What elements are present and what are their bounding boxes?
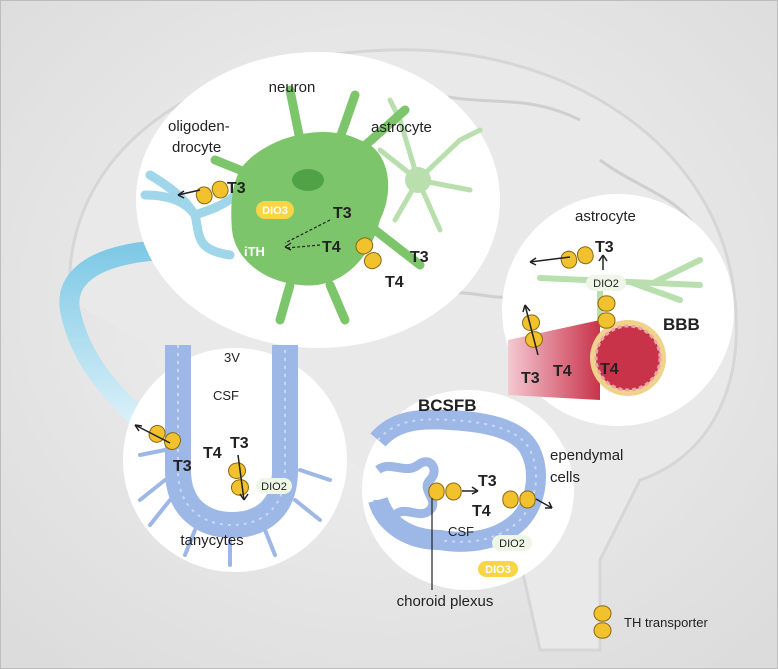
t3-label: T3 xyxy=(333,205,352,222)
dio2-label: DIO2 xyxy=(593,278,619,290)
dio3-label: DIO3 xyxy=(485,564,511,576)
astrocyte-label: astrocyte xyxy=(371,119,432,136)
dashed-arrow xyxy=(286,244,321,249)
dio3-badge xyxy=(256,201,294,219)
bbb-label: BBB xyxy=(663,315,700,334)
t4-label: T4 xyxy=(385,274,404,291)
dio3-label: DIO3 xyxy=(262,205,288,217)
ith-label: iTH xyxy=(244,244,265,259)
oligodendrocyte-label-1: oligoden- xyxy=(168,118,230,135)
legend-transporter-label: TH transporter xyxy=(624,615,708,630)
t4-label: T4 xyxy=(553,363,572,380)
arrow xyxy=(177,189,201,196)
neuron-panel: neuron oligoden- drocyte astrocyte T3 DI… xyxy=(136,52,500,348)
t3-label: T3 xyxy=(410,249,429,266)
choroid-plexus-label: choroid plexus xyxy=(397,593,494,610)
t4-label: T4 xyxy=(600,361,619,378)
t4-label: T4 xyxy=(203,445,222,462)
t4-label: T4 xyxy=(472,503,491,520)
ependymal-label-2: cells xyxy=(550,469,580,486)
dio2-badge xyxy=(256,478,292,494)
neuron-body xyxy=(231,131,389,286)
t3-label: T3 xyxy=(227,180,246,197)
dio2-label: DIO2 xyxy=(499,538,525,550)
t3-label: T3 xyxy=(230,435,249,452)
tanycyte-panel: 3V CSF T3 T4 T3 DIO2 tanycytes xyxy=(123,345,347,572)
t3-label: T3 xyxy=(595,239,614,256)
dio3-badge xyxy=(478,561,518,577)
bcsfb-panel: BCSFB T3 T4 CSF DIO2 DIO3 choroid plexus… xyxy=(362,390,623,610)
bcsfb-label: BCSFB xyxy=(418,396,477,415)
ependymal-label-1: ependymal xyxy=(550,447,623,464)
dio2-badge xyxy=(492,535,532,551)
bbb-panel: astrocyte T3 DIO2 BBB T3 T4 T4 xyxy=(502,194,734,426)
csf-label: CSF xyxy=(448,524,474,539)
third-ventricle-label: 3V xyxy=(224,350,240,365)
neuron-label: neuron xyxy=(269,79,316,96)
t3-label: T3 xyxy=(173,458,192,475)
t3-label: T3 xyxy=(521,370,540,387)
astrocyte-label: astrocyte xyxy=(575,208,636,225)
neuron-nucleus xyxy=(292,169,324,191)
csf-label: CSF xyxy=(213,388,239,403)
oligodendrocyte-label-2: drocyte xyxy=(172,139,221,156)
dio2-badge xyxy=(586,275,626,291)
tanycytes-label: tanycytes xyxy=(180,532,243,549)
dashed-arrow xyxy=(284,219,331,244)
dio2-label: DIO2 xyxy=(261,481,287,493)
legend: TH transporter xyxy=(593,605,708,639)
t4-label: T4 xyxy=(322,239,341,256)
t3-label: T3 xyxy=(478,473,497,490)
